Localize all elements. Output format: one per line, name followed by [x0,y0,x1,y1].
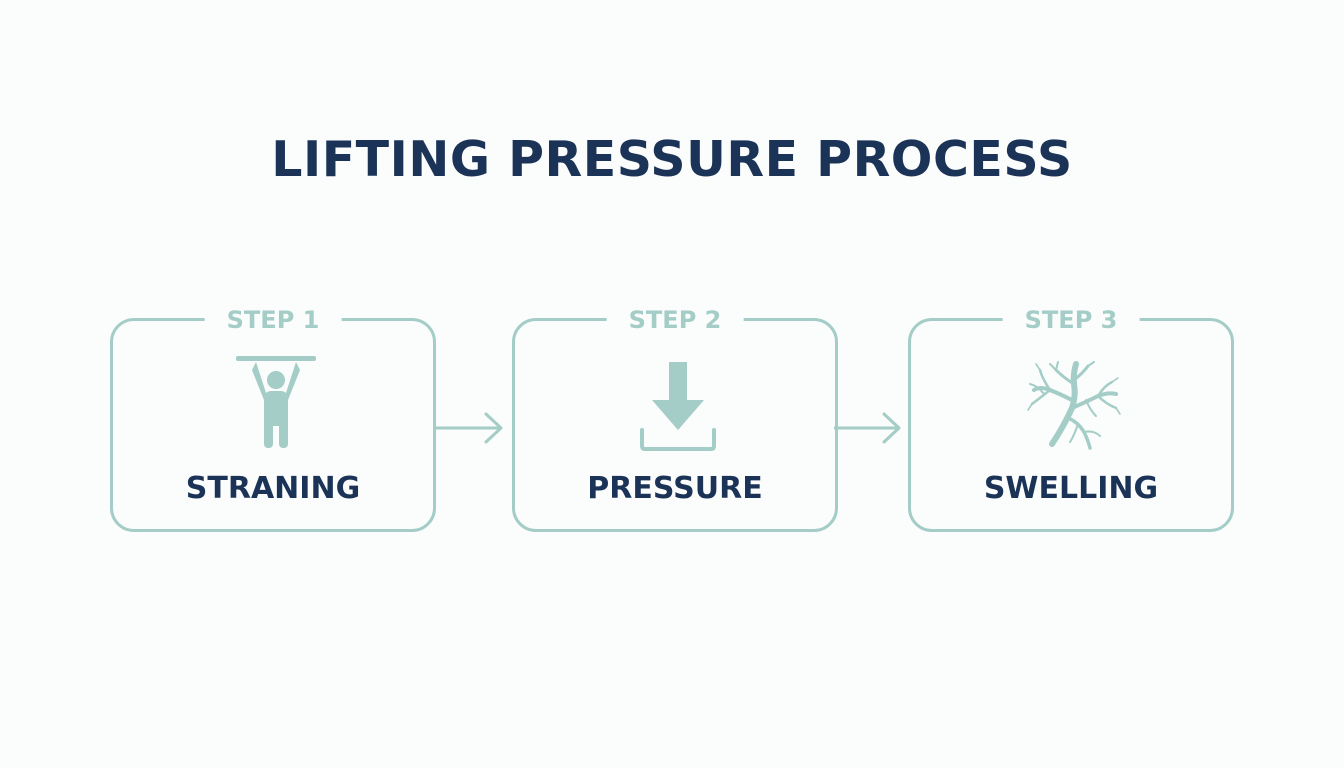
step-3-box: STEP 3 [908,306,1234,532]
step-3-label: SWELLING [983,471,1159,506]
step-3-tag: STEP 3 [1002,306,1140,334]
down-arrow-into-tray-icon [628,356,728,456]
diagram-title: LIFTING PRESSURE PROCESS [271,131,1073,188]
arrow-right-icon [436,410,516,446]
step-2-box: STEP 2 PRESSURE [512,306,838,532]
step-1-tag: STEP 1 [204,306,342,334]
step-2-label: PRESSURE [587,471,763,506]
arrow-right-icon [834,410,914,446]
step-1-label: STRANING [185,471,361,506]
person-lifting-bar-icon [226,356,326,456]
step-1-box: STEP 1 STRANING [110,306,436,532]
step-2-tag: STEP 2 [606,306,744,334]
branching-vessels-icon [1024,356,1124,456]
